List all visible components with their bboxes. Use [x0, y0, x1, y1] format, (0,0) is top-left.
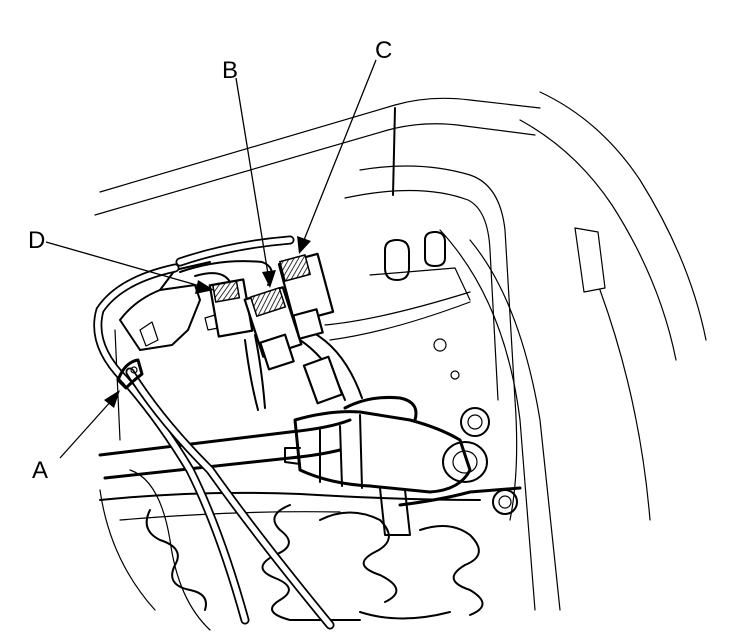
connector-b [243, 286, 303, 371]
callout-a: A [32, 457, 48, 484]
callout-labels: A B C D [28, 37, 392, 484]
leader-a [59, 399, 113, 459]
arrowhead-a [104, 390, 120, 408]
seat-springs [145, 504, 484, 621]
left-bracket [119, 261, 219, 351]
callout-leaders [45, 59, 377, 459]
callout-b: B [222, 57, 238, 84]
wire-harness [93, 235, 471, 630]
arrowhead-d [195, 280, 214, 294]
arrowhead-c [297, 236, 311, 254]
arrowhead-b [262, 270, 276, 288]
seat-actuator [284, 231, 518, 536]
seat-frame-outline [94, 91, 707, 631]
callout-c: C [375, 37, 392, 64]
connector-c [277, 252, 335, 340]
clip-a [116, 358, 144, 390]
leader-c [303, 59, 377, 241]
leader-d [45, 241, 201, 287]
leader-b [235, 77, 269, 275]
seat-rail [98, 418, 522, 521]
callout-d: D [28, 227, 45, 254]
